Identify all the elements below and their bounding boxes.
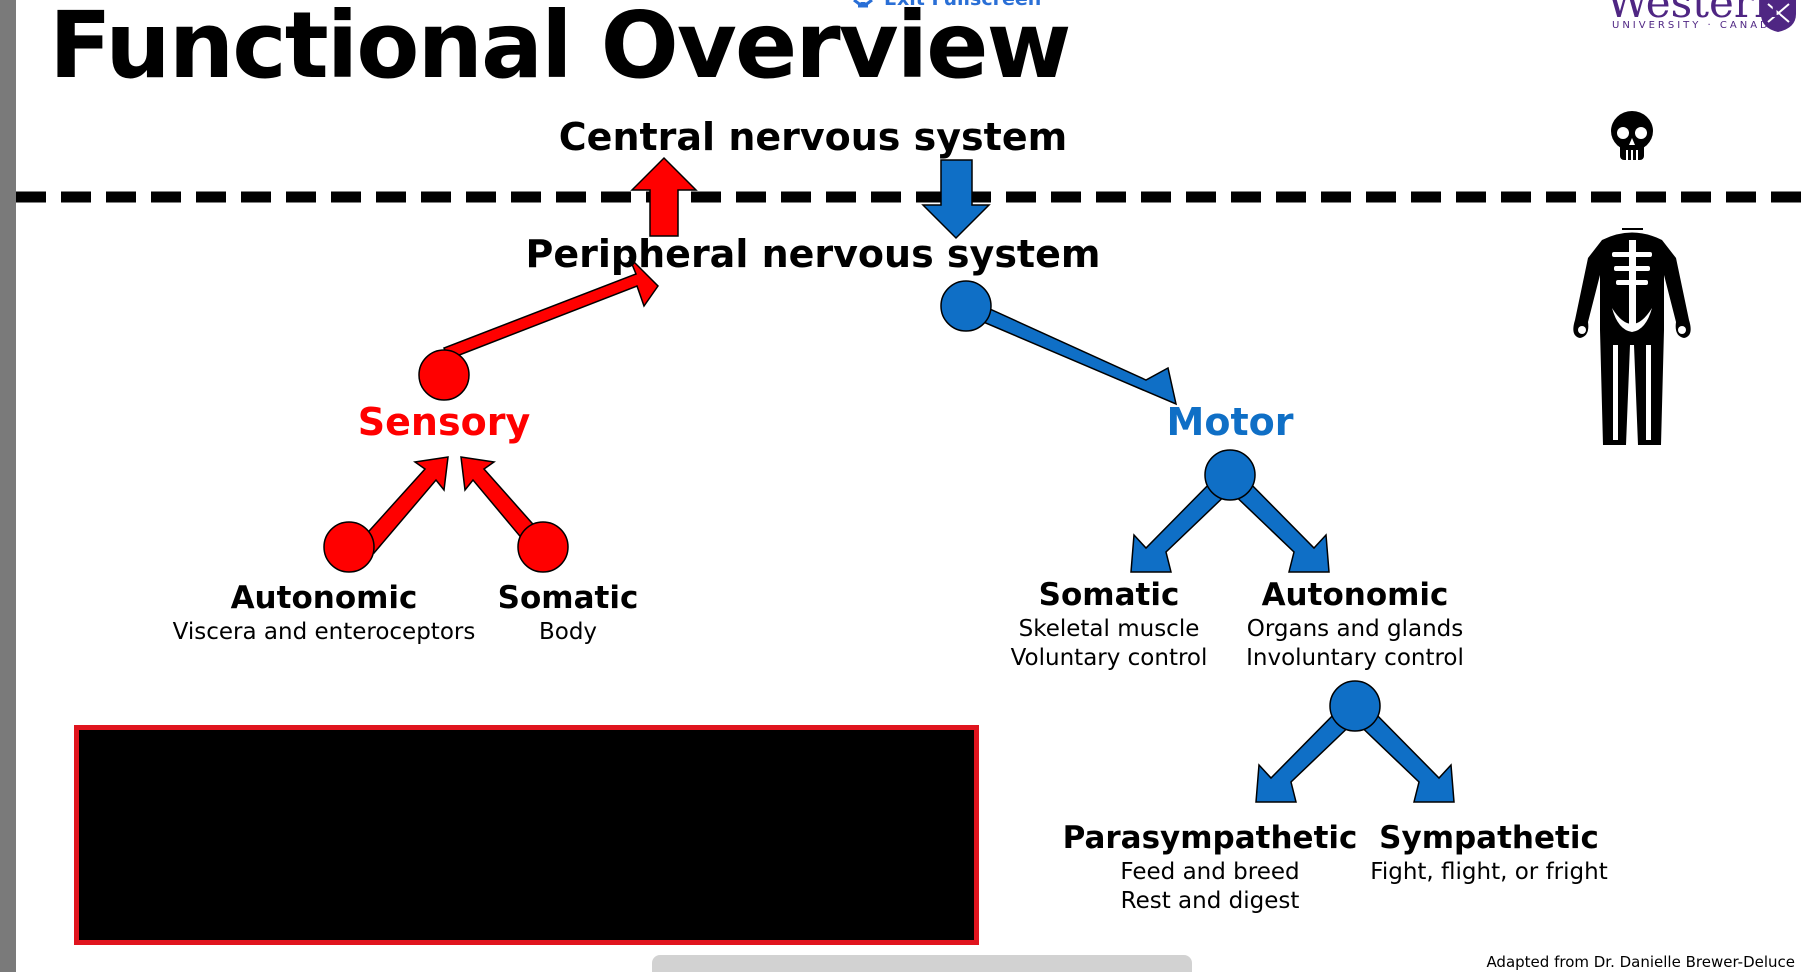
credit-note: Adapted from Dr. Danielle Brewer-Deluce	[1486, 953, 1795, 971]
western-logo: Western	[1606, 0, 1782, 27]
parasympathetic-label: Parasympathetic	[1062, 820, 1358, 856]
sympathetic-label: Sympathetic	[1379, 820, 1599, 856]
cns-label: Central nervous system	[558, 115, 1068, 159]
skeleton-icon	[1573, 228, 1691, 445]
western-logo-subtitle: UNIVERSITY · CANADA	[1612, 20, 1781, 31]
motor-somatic-desc: Skeletal muscle Voluntary control	[1010, 616, 1208, 671]
parasympathetic-desc: Feed and breed Rest and digest	[1120, 859, 1300, 914]
exit-fullscreen-icon[interactable]	[853, 0, 873, 8]
redacted-box	[74, 725, 979, 945]
western-crest-icon	[1761, 0, 1796, 32]
sensory-autonomic-desc: Viscera and enteroceptors	[172, 619, 476, 645]
sensory-somatic-label: Somatic	[497, 580, 639, 616]
arrow-sensory-to-pns	[442, 256, 659, 360]
sympathetic-desc: Fight, flight, or fright	[1370, 859, 1608, 885]
skull-icon	[1611, 111, 1653, 160]
horizontal-scrollbar[interactable]	[652, 955, 1192, 972]
motor-label: Motor	[1166, 400, 1294, 444]
autonomic-split-dot	[1329, 680, 1381, 732]
pns-label: Peripheral nervous system	[525, 232, 1101, 276]
arrow-cns-to-pns	[921, 159, 991, 240]
sensory-autonomic-dot	[323, 521, 375, 573]
sensory-label: Sensory	[357, 400, 531, 444]
slide: Functional Overview Exit Fullscreen West…	[16, 0, 1815, 972]
sensory-autonomic-label: Autonomic	[230, 580, 418, 616]
exit-fullscreen-button[interactable]: Exit Fullscreen	[884, 0, 1041, 10]
diagram-arrows	[16, 0, 1815, 803]
motor-split-dot	[1204, 449, 1256, 501]
sensory-origin-dot	[418, 349, 470, 401]
motor-autonomic-label: Autonomic	[1261, 577, 1449, 613]
arrow-sensory-autonomic	[359, 456, 449, 555]
motor-autonomic-desc: Organs and glands Involuntary control	[1246, 616, 1464, 671]
motor-somatic-label: Somatic	[1038, 577, 1180, 613]
sensory-somatic-dot	[517, 521, 569, 573]
motor-origin-dot	[940, 280, 992, 332]
sensory-somatic-desc: Body	[538, 619, 598, 645]
slide-title: Functional Overview	[49, 0, 1071, 99]
arrow-pns-to-motor	[972, 304, 1178, 406]
arrow-pns-to-cns	[630, 156, 698, 237]
